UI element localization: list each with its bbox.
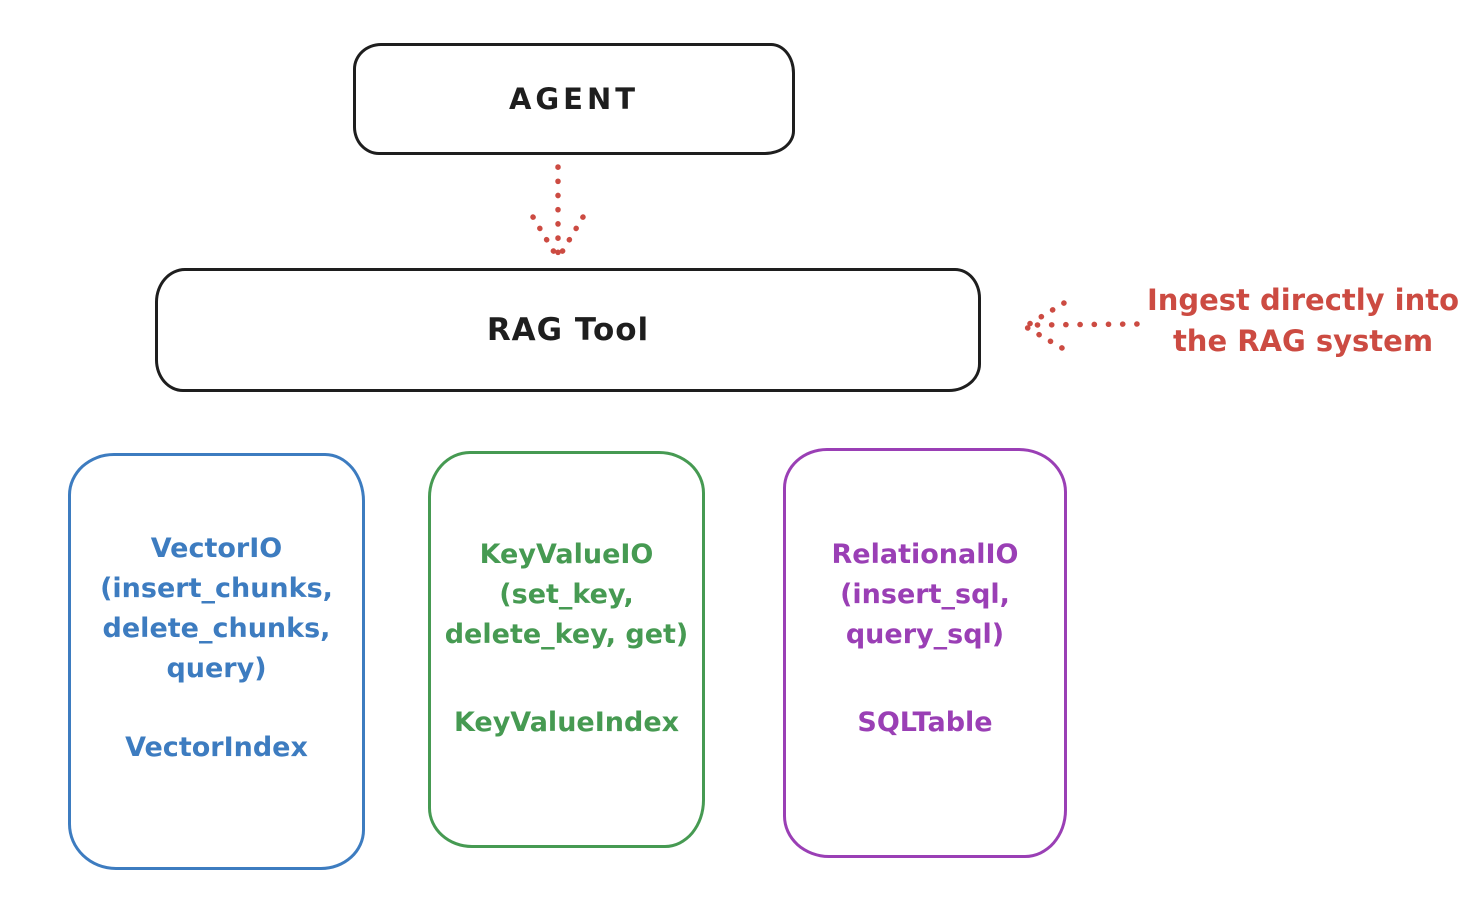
ingest-annotation-line2: the RAG system	[1172, 324, 1434, 358]
relational-io-card: RelationalIO (insert_sql, query_sql) SQL…	[783, 448, 1067, 858]
keyvalue-io-line: (set_key,	[499, 579, 634, 610]
relational-index-label: SQLTable	[857, 707, 993, 738]
keyvalue-index-label: KeyValueIndex	[453, 707, 680, 738]
agent-node-label: AGENT	[508, 82, 640, 116]
keyvalue-io-line: KeyValueIO	[479, 539, 654, 570]
keyvalue-io-line: delete_key, get)	[444, 619, 689, 650]
vector-io-text: VectorIO (insert_chunks, delete_chunks, …	[61, 529, 372, 689]
relational-io-text: RelationalIO (insert_sql, query_sql)	[776, 535, 1074, 655]
ingest-arrow-icon	[1023, 300, 1140, 351]
keyvalue-io-text: KeyValueIO (set_key, delete_key, get)	[421, 535, 712, 655]
rag-tool-node-label: RAG Tool	[486, 312, 650, 348]
vector-io-line: VectorIO	[150, 533, 283, 564]
ingest-annotation-line1: Ingest directly into	[1146, 283, 1460, 317]
vector-io-card: VectorIO (insert_chunks, delete_chunks, …	[68, 453, 365, 870]
rag-tool-node: RAG Tool	[155, 268, 981, 392]
relational-io-line: query_sql)	[845, 619, 1005, 650]
keyvalue-io-card: KeyValueIO (set_key, delete_key, get) Ke…	[428, 451, 705, 848]
agent-node: AGENT	[353, 43, 795, 155]
ingest-annotation: Ingest directly into the RAG system	[1138, 280, 1468, 362]
vector-io-line: delete_chunks,	[102, 613, 331, 644]
relational-io-line: RelationalIO	[831, 539, 1019, 570]
vector-io-line: (insert_chunks,	[100, 573, 333, 604]
vector-io-line: query)	[166, 653, 267, 684]
vector-index-label: VectorIndex	[125, 732, 308, 763]
agent-to-rag-arrow-icon	[530, 164, 586, 260]
relational-io-line: (insert_sql,	[840, 579, 1010, 610]
